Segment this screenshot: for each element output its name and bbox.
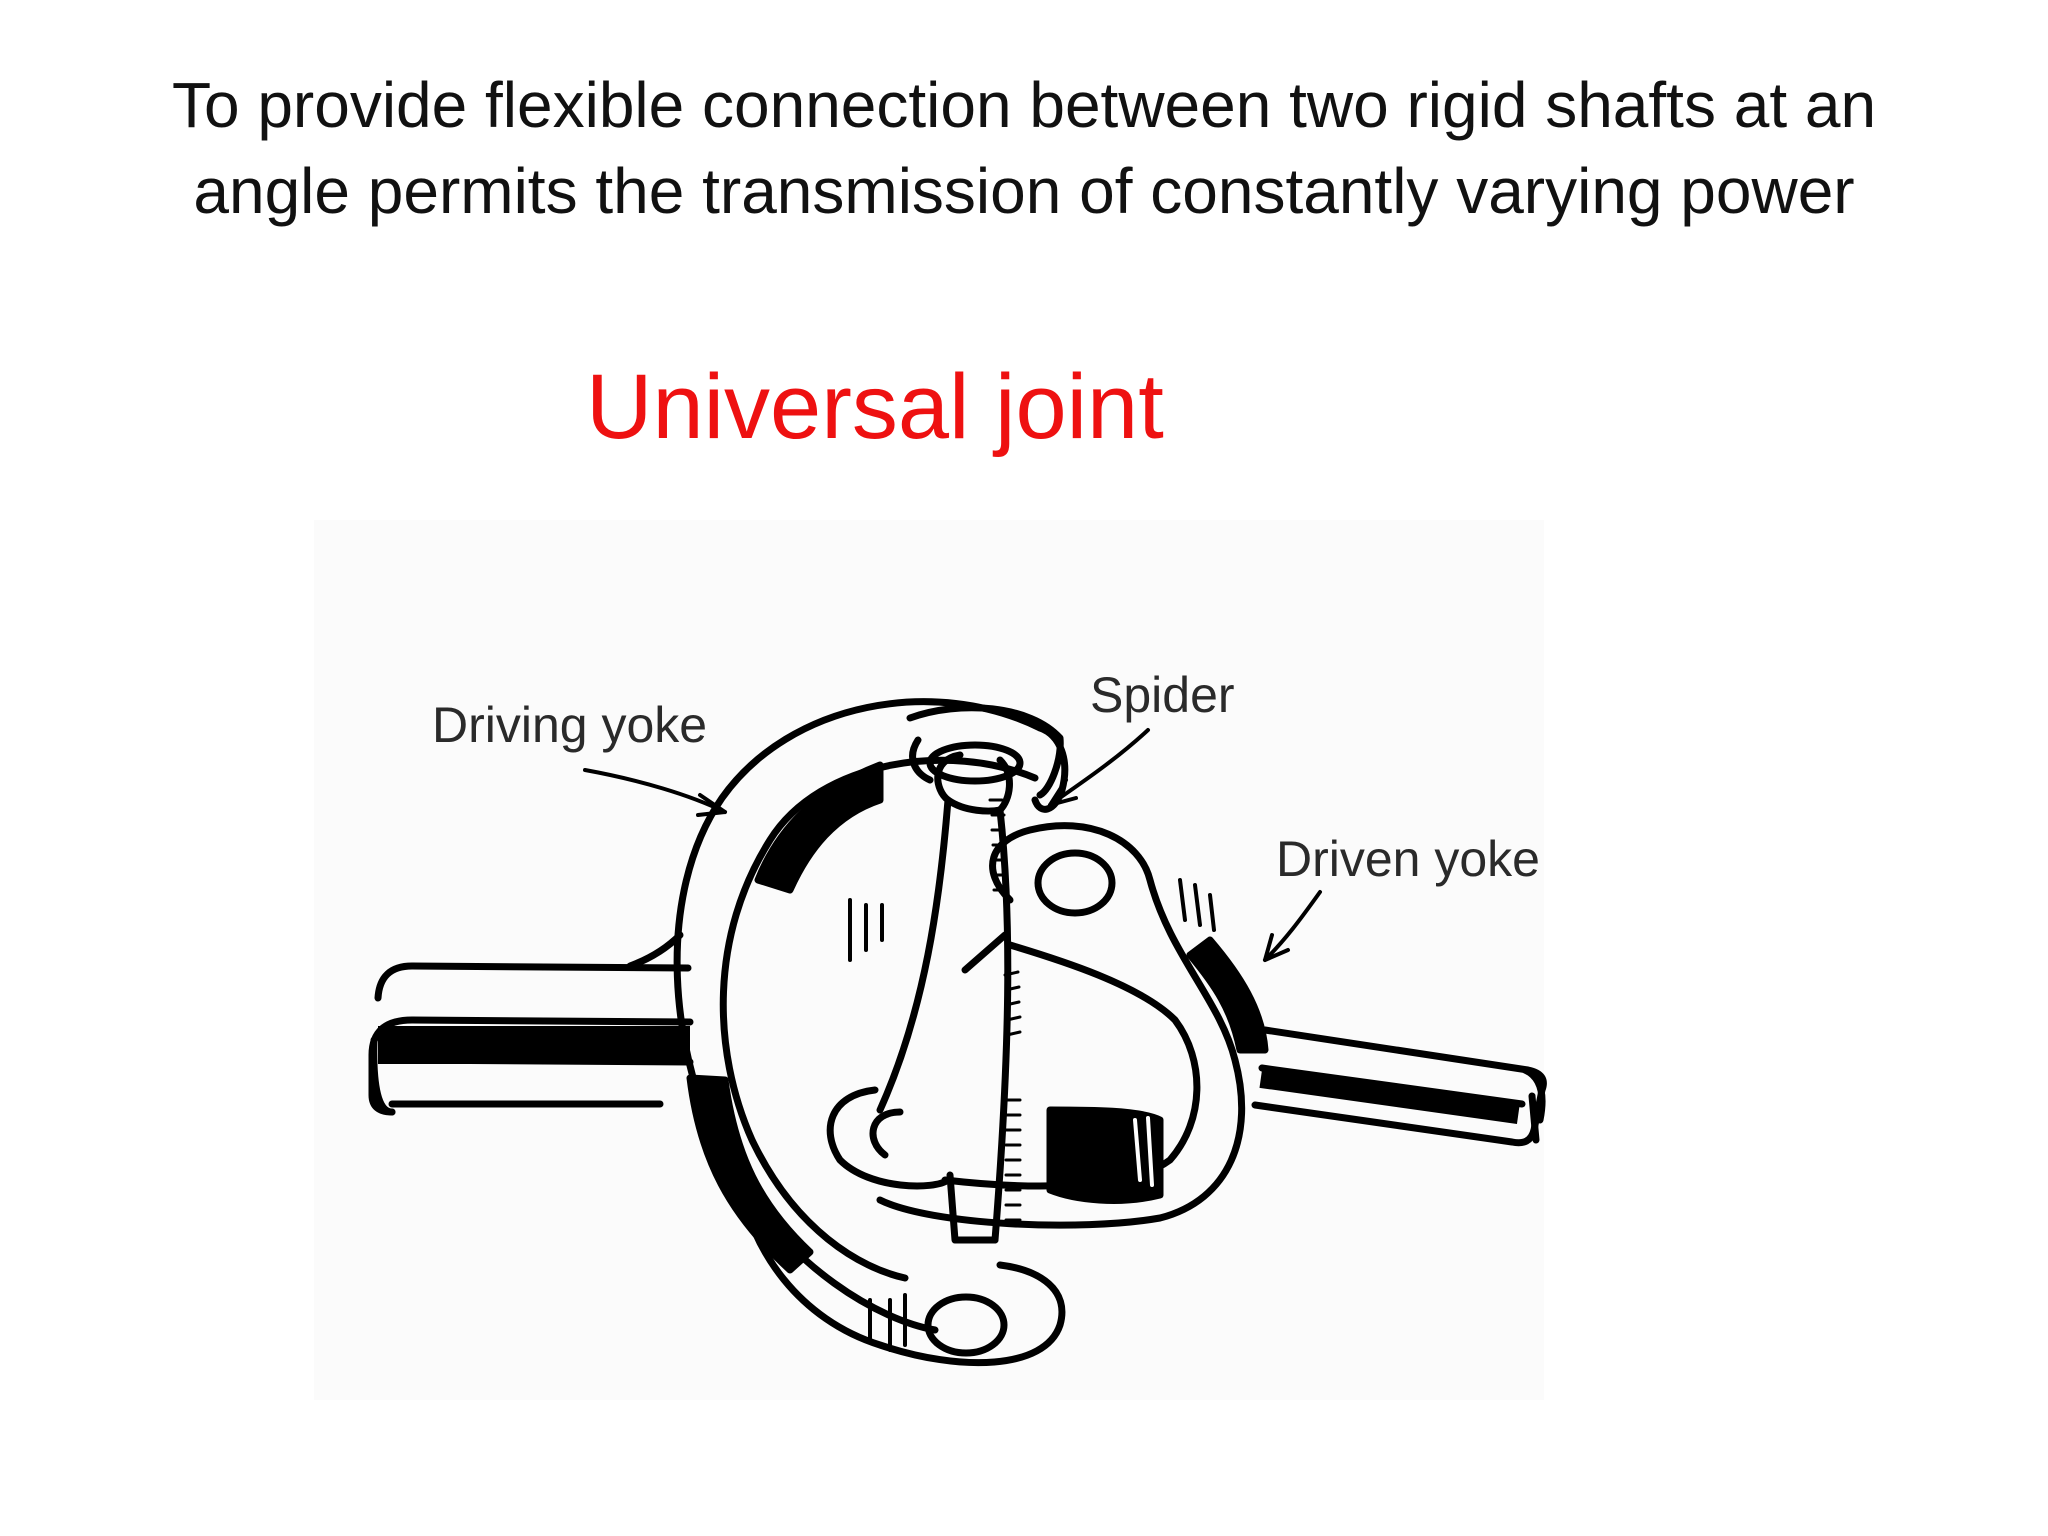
driving-yoke (673, 698, 1069, 1367)
driving-shaft (368, 931, 694, 1116)
heading-line-1: To provide flexible connection between t… (171, 69, 1877, 141)
spider-label: Spider (1090, 667, 1235, 723)
driven-shaft (1251, 1026, 1547, 1147)
slide-heading: To provide flexible connection between t… (40, 62, 2008, 234)
spider (826, 704, 1064, 1244)
diagram-title: Universal joint (586, 356, 1164, 458)
callout-arrows (583, 728, 1322, 962)
driving-yoke-label: Driving yoke (432, 697, 707, 753)
driven-yoke (876, 822, 1269, 1229)
heading-line-2: angle permits the transmission of consta… (193, 155, 1855, 227)
driven-yoke-label: Driven yoke (1276, 831, 1540, 887)
